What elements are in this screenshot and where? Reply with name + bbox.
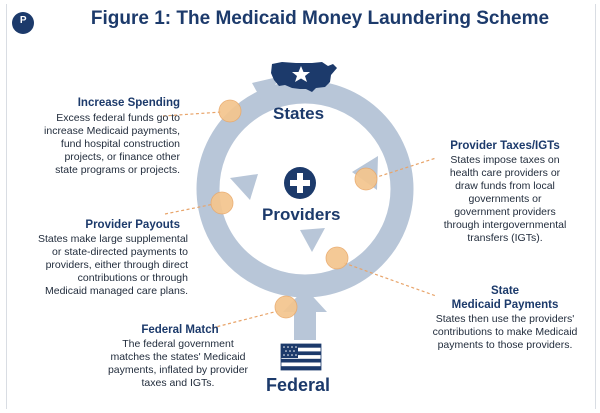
cycle-ring <box>196 80 414 298</box>
text-line: or state-directed payments to <box>52 246 188 258</box>
federal-match-body: The federal government matches the state… <box>88 338 268 390</box>
text-line: States make large supplemental <box>38 233 188 245</box>
leader-provider-payouts <box>164 203 215 215</box>
us-map-star-icon <box>271 62 337 92</box>
text-line: state programs or projects. <box>55 164 180 176</box>
text-line: The federal government <box>122 338 234 350</box>
text-line: through intergovernmental <box>443 219 567 231</box>
dot-state-payments <box>325 246 349 270</box>
text-line: governments or <box>468 193 542 205</box>
arrowhead-state-payments <box>300 228 325 252</box>
text-line: transfers (IGTs). <box>467 232 543 244</box>
node-federal: Federal <box>266 375 331 395</box>
node-states: States <box>273 104 325 123</box>
text-line: government providers <box>454 206 556 218</box>
text-line: State <box>490 285 520 297</box>
federal-match-heading: Federal Match <box>141 324 219 336</box>
federal-arrow-shaft <box>294 310 316 340</box>
logo: P <box>12 12 34 34</box>
state-payments-heading: State Medicaid Payments <box>420 284 590 312</box>
text-line: health care providers or <box>449 167 561 179</box>
text-line: States impose taxes on <box>450 154 560 166</box>
text-line: taxes and IGTs. <box>141 377 215 389</box>
increase-spending-heading: Increase Spending <box>77 97 180 109</box>
text-line: Medicaid managed care plans. <box>44 285 188 297</box>
dot-provider-taxes <box>354 167 378 191</box>
leader-federal-match <box>211 310 279 329</box>
text-line: Medicaid Payments <box>451 299 559 311</box>
provider-taxes-heading: Provider Taxes/IGTs <box>450 140 560 152</box>
arrowhead-to-states <box>252 76 282 101</box>
leader-increase-spending <box>162 111 223 117</box>
provider-payouts-heading: Provider Payouts <box>85 219 180 231</box>
text-line: Excess federal funds go to <box>56 112 180 124</box>
text-line: fund hospital construction <box>60 138 180 150</box>
arrowhead-provider-payouts <box>230 174 258 200</box>
figure-title: Figure 1: The Medicaid Money Laundering … <box>90 8 550 29</box>
text-line: projects, or finance other <box>64 151 180 163</box>
provider-taxes-body: States impose taxes on health care provi… <box>430 154 580 245</box>
dot-federal-match <box>274 295 298 319</box>
dot-increase-spending <box>218 99 242 123</box>
text-line: payments to those providers. <box>437 339 573 351</box>
node-providers: Providers <box>262 205 341 224</box>
text-line: providers, either through direct <box>45 259 188 271</box>
text-line: payments, inflated by provider <box>107 364 249 376</box>
text-line: draw funds from local <box>455 180 555 192</box>
logo-text: P <box>19 15 27 26</box>
text-line: matches the states' Medicaid <box>110 351 246 363</box>
dot-provider-payouts <box>210 191 234 215</box>
provider-payouts-body: States make large supplemental or state-… <box>8 233 188 298</box>
medical-cross-icon <box>284 167 316 199</box>
text-line: contributions to make Medicaid <box>432 326 578 338</box>
increase-spending-body: Excess federal funds go to increase Medi… <box>30 112 180 177</box>
us-flag-icon <box>280 343 322 371</box>
text-line: increase Medicaid payments, <box>44 125 180 137</box>
state-payments-body: States then use the providers' contribut… <box>416 313 594 352</box>
text-line: States then use the providers' <box>435 313 575 325</box>
text-line: contributions or through <box>77 272 188 284</box>
